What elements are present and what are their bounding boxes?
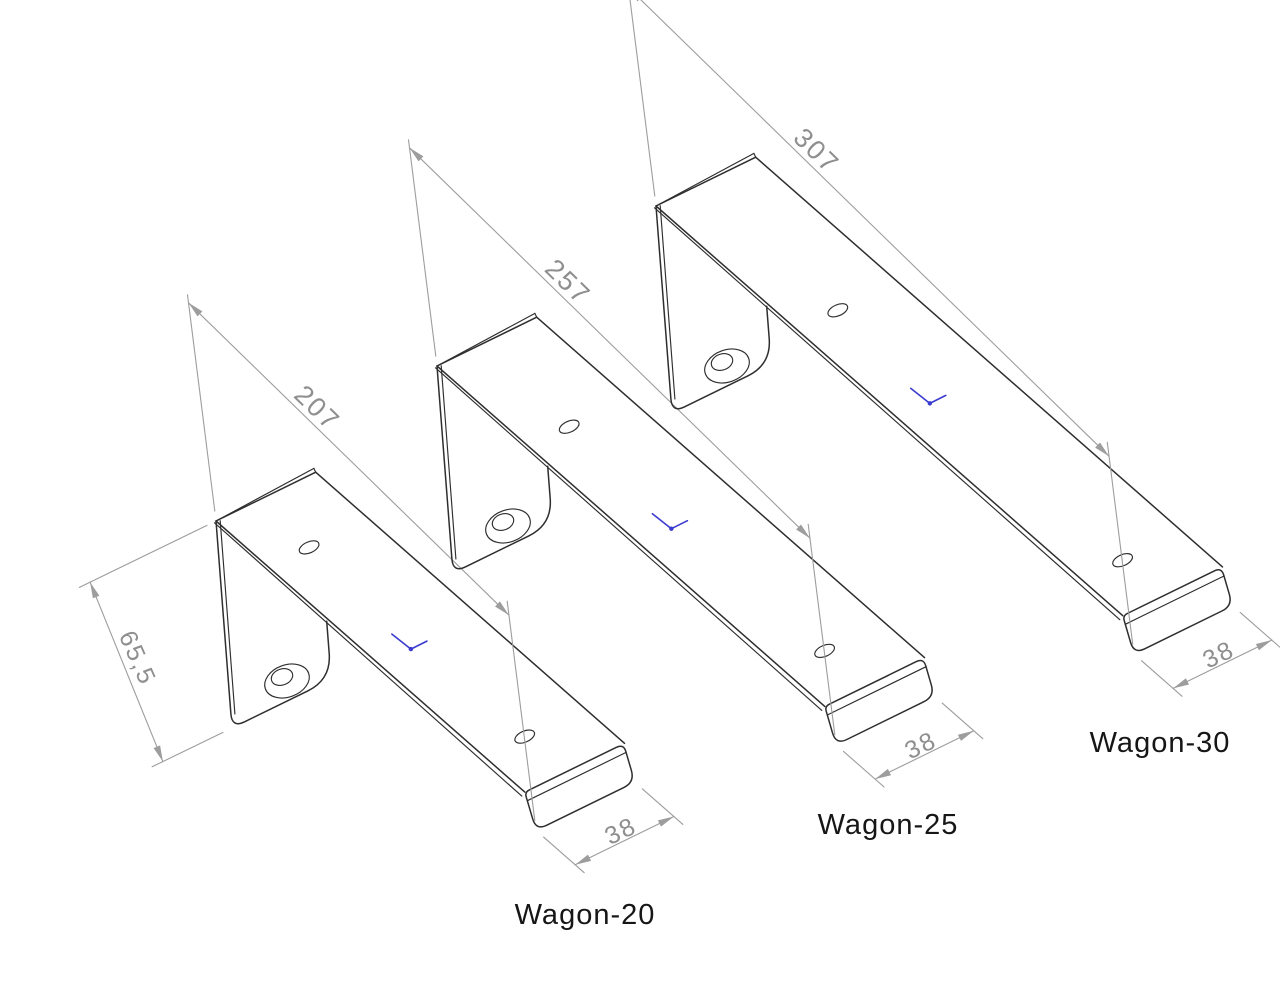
countersink-hole-inner xyxy=(710,353,734,371)
dimension-length-value: 257 xyxy=(539,253,596,310)
arm-hole-back xyxy=(298,540,320,555)
countersink-hole-inner xyxy=(270,668,294,686)
end-lip xyxy=(825,659,933,742)
bracket-wagon-30 xyxy=(653,152,1231,652)
origin-marker-icon xyxy=(391,633,428,652)
dimension-arrowhead xyxy=(796,524,810,539)
dimension-arrowhead xyxy=(957,730,974,741)
arm-hole-front xyxy=(514,729,536,744)
dimension-length-value: 207 xyxy=(288,379,345,436)
mount-plate xyxy=(436,365,552,570)
dimension-width-value: 38 xyxy=(600,812,641,851)
dimension-arrowhead xyxy=(188,302,203,317)
arm-top-face xyxy=(434,312,926,711)
dimension-length-value: 307 xyxy=(788,122,845,179)
dimension-length-wagon-30: 307 xyxy=(629,0,1134,645)
dimension-height-value: 65,5 xyxy=(113,627,162,690)
dimension-arrowhead xyxy=(575,854,592,865)
dimension-width-value: 38 xyxy=(900,726,941,765)
countersink-hole-inner xyxy=(491,513,515,531)
bracket-wagon-20 xyxy=(213,467,633,828)
dimension-arrowhead xyxy=(657,816,674,827)
dimension-width-wagon-25: 38 xyxy=(842,702,984,788)
countersink-hole-outer xyxy=(485,508,531,544)
origin-marker-icon xyxy=(909,387,947,406)
dimension-arrowhead xyxy=(1173,678,1189,689)
arm-hole-back xyxy=(558,419,580,434)
countersink-hole-outer xyxy=(264,663,310,699)
mount-plate xyxy=(215,520,331,725)
origin-marker-icon xyxy=(651,512,689,531)
part-name-label: Wagon-25 xyxy=(818,809,959,841)
dimension-width-value: 38 xyxy=(1198,635,1239,674)
mount-plate xyxy=(655,205,771,410)
end-lip xyxy=(525,745,633,828)
part-name-label: Wagon-30 xyxy=(1090,727,1231,759)
arm-hole-back xyxy=(827,303,849,318)
countersink-hole-outer xyxy=(704,348,750,384)
bracket-wagon-25 xyxy=(434,312,933,742)
arm-hole-front xyxy=(814,643,836,659)
dimension-arrowhead xyxy=(1095,442,1109,457)
dimension-arrowhead xyxy=(875,768,891,780)
dimension-arrowhead xyxy=(153,745,163,762)
dimension-arrowhead xyxy=(495,601,509,616)
dimension-height-wagon-20: 65,5 xyxy=(78,524,224,768)
part-name-label-wagon-25: Wagon-25 xyxy=(818,809,959,841)
dimension-arrowhead xyxy=(409,147,424,162)
part-name-label-wagon-30: Wagon-30 xyxy=(1090,727,1231,759)
dimension-width-wagon-30: 38 xyxy=(1140,611,1280,697)
dimension-arrowhead xyxy=(90,582,100,599)
end-lip xyxy=(1123,569,1231,652)
arm-hole-front xyxy=(1112,553,1134,568)
arm-top-face xyxy=(213,467,626,797)
dimension-arrowhead xyxy=(1255,640,1272,651)
dimension-arrowhead xyxy=(636,0,639,2)
dimension-length-wagon-25: 257 xyxy=(407,139,836,736)
dimension-width-wagon-20: 38 xyxy=(543,788,684,874)
part-name-label: Wagon-20 xyxy=(515,899,656,931)
part-name-label-wagon-20: Wagon-20 xyxy=(515,899,656,931)
arm-top-face xyxy=(653,152,1224,621)
